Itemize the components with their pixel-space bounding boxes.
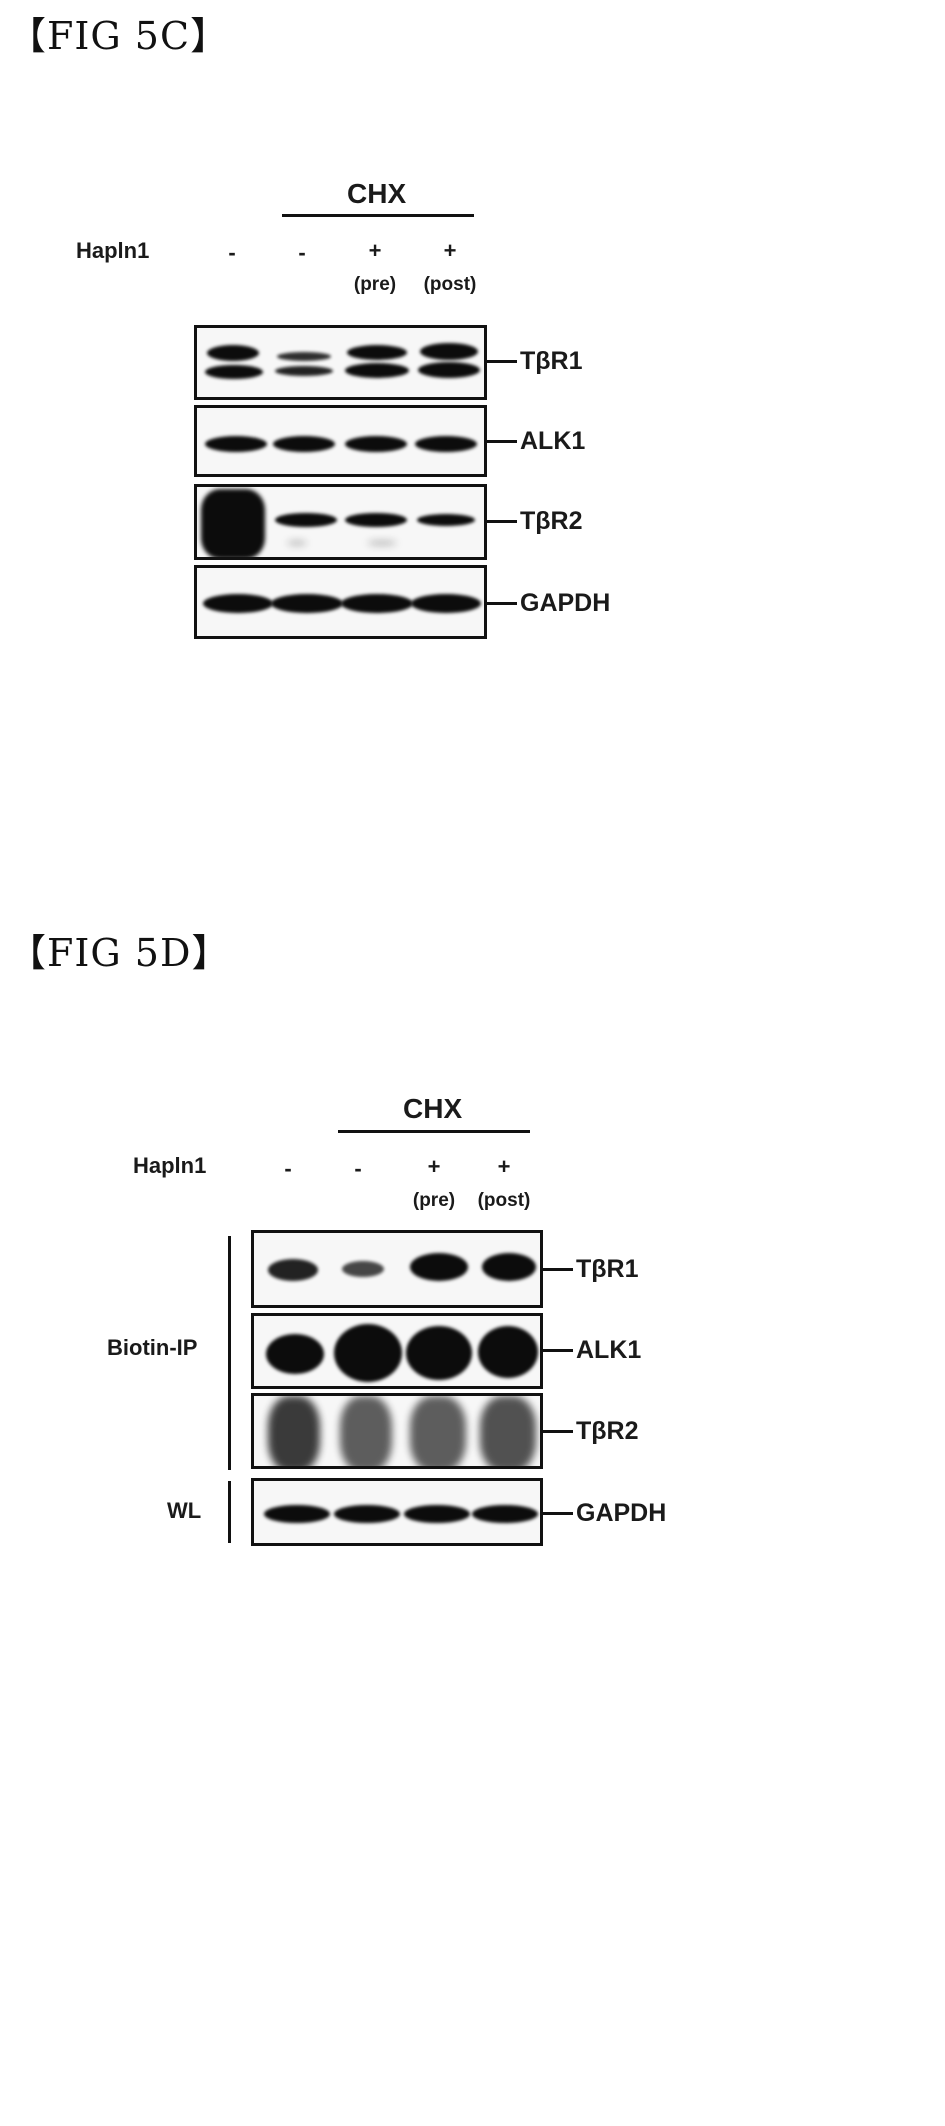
- band: [480, 1396, 536, 1469]
- band: [411, 594, 481, 613]
- row-label: Hapln1: [133, 1153, 206, 1179]
- blot-label-alk1: ALK1: [576, 1336, 641, 1365]
- label-tick: [487, 520, 517, 523]
- lane-4-sub: (post): [466, 1190, 542, 1212]
- band: [420, 343, 478, 360]
- lane-3-sub: (pre): [340, 274, 410, 296]
- band: [406, 1326, 472, 1380]
- figure-label: 【FIG 5C】: [8, 5, 229, 60]
- blot-label-gapdh: GAPDH: [576, 1499, 666, 1528]
- band: [334, 1505, 400, 1523]
- blot-gapdh: [194, 565, 487, 639]
- figure-label: 【FIG 5D】: [8, 922, 230, 977]
- band: [418, 362, 480, 378]
- group-label-biotin-ip: Biotin-IP: [107, 1335, 197, 1361]
- blot-tbr2: [251, 1393, 543, 1469]
- band: [347, 345, 407, 360]
- band: [275, 366, 333, 376]
- band: [410, 1396, 466, 1469]
- blot-gapdh: [251, 1478, 543, 1546]
- blot-label-tbr1: TβR1: [576, 1255, 639, 1284]
- lane-1-mark: -: [217, 240, 247, 266]
- treatment-label: CHX: [347, 178, 406, 210]
- label-tick: [487, 602, 517, 605]
- band: [264, 1505, 330, 1523]
- treatment-bracket: [338, 1130, 530, 1133]
- band: [268, 1396, 320, 1469]
- lane-4-sub: (post): [412, 274, 488, 296]
- band: [342, 1261, 384, 1277]
- lane-4-mark: +: [489, 1154, 519, 1180]
- label-tick: [543, 1268, 573, 1271]
- treatment-label: CHX: [403, 1093, 462, 1125]
- band: [404, 1505, 470, 1523]
- band: [205, 436, 267, 452]
- band: [271, 594, 343, 613]
- band: [275, 513, 337, 527]
- blot-label-gapdh: GAPDH: [520, 589, 610, 618]
- band: [273, 436, 335, 452]
- lane-1-mark: -: [273, 1156, 303, 1182]
- blot-alk1: [251, 1313, 543, 1389]
- treatment-bracket: [282, 214, 474, 217]
- band: [417, 514, 475, 526]
- lane-2-mark: -: [343, 1156, 373, 1182]
- blot-alk1: [194, 405, 487, 477]
- row-label: Hapln1: [76, 238, 149, 264]
- blot-tbr2: [194, 484, 487, 560]
- group-label-wl: WL: [167, 1498, 201, 1524]
- lane-4-mark: +: [435, 238, 465, 264]
- label-tick: [543, 1512, 573, 1515]
- blot-tbr1: [194, 325, 487, 400]
- blot-label-alk1: ALK1: [520, 427, 585, 456]
- band: [345, 363, 409, 378]
- band: [410, 1253, 468, 1281]
- band: [201, 489, 265, 559]
- lane-3-sub: (pre): [399, 1190, 469, 1212]
- label-tick: [543, 1430, 573, 1433]
- band: [268, 1259, 318, 1281]
- blot-tbr1: [251, 1230, 543, 1308]
- band: [472, 1505, 538, 1523]
- band: [334, 1324, 402, 1382]
- band: [340, 1396, 392, 1469]
- band: [341, 594, 413, 613]
- band: [277, 352, 331, 361]
- lane-2-mark: -: [287, 240, 317, 266]
- band: [415, 436, 477, 452]
- band: [207, 345, 259, 361]
- band: [345, 513, 407, 527]
- blot-label-tbr1: TβR1: [520, 347, 583, 376]
- band: [478, 1326, 538, 1378]
- blot-label-tbr2: TβR2: [576, 1417, 639, 1446]
- blot-label-tbr2: TβR2: [520, 507, 583, 536]
- band: [203, 594, 273, 613]
- band: [287, 541, 307, 545]
- group-bracket-biotin-ip: [228, 1236, 231, 1470]
- band: [482, 1253, 536, 1281]
- label-tick: [487, 440, 517, 443]
- band: [205, 365, 263, 379]
- lane-3-mark: +: [419, 1154, 449, 1180]
- label-tick: [487, 360, 517, 363]
- band: [266, 1334, 324, 1374]
- label-tick: [543, 1349, 573, 1352]
- band: [345, 436, 407, 452]
- lane-3-mark: +: [360, 238, 390, 264]
- band: [367, 541, 397, 545]
- group-bracket-wl: [228, 1481, 231, 1543]
